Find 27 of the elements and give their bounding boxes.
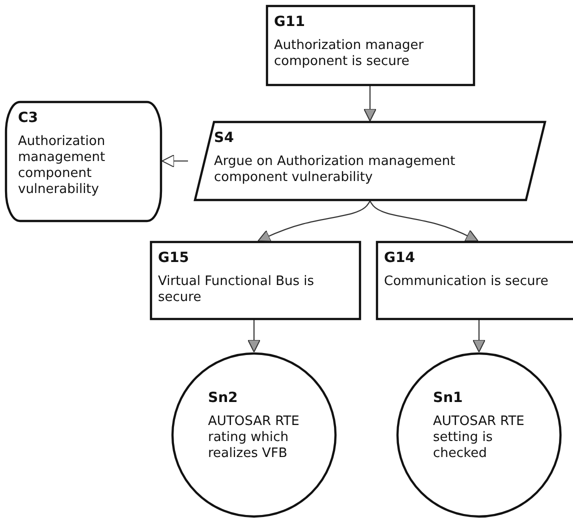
arrow <box>364 86 376 122</box>
arrow <box>472 320 486 352</box>
goal-box <box>150 241 361 320</box>
node-text: Argue on Authorization management component vulnerability <box>214 154 456 186</box>
node-id: G15 <box>158 250 189 266</box>
goal-box <box>266 5 475 86</box>
context-box <box>5 101 162 222</box>
solution-circle <box>396 352 562 518</box>
node-id: C3 <box>18 110 38 126</box>
goal-box <box>376 241 573 320</box>
strategy-parallelogram <box>194 121 546 201</box>
node-text: Authorization management component vulnerability <box>18 134 106 198</box>
node-id: S4 <box>214 130 234 146</box>
node-text: AUTOSAR RTE setting is checked <box>433 414 526 462</box>
node-id: G11 <box>274 14 305 30</box>
arrow <box>370 200 478 242</box>
node-id: Sn1 <box>433 390 463 406</box>
arrow <box>258 200 370 242</box>
solution-circle <box>171 352 337 518</box>
node-id: G14 <box>384 250 415 266</box>
node-text: Authorization manager component is secure <box>274 38 425 70</box>
node-text: Communication is secure <box>384 274 548 290</box>
arrow <box>248 320 260 352</box>
node-text: Virtual Functional Bus is secure <box>158 274 316 306</box>
node-text: AUTOSAR RTE rating which realizes VFB <box>208 414 300 462</box>
arrow <box>162 154 188 168</box>
node-id: Sn2 <box>208 390 238 406</box>
